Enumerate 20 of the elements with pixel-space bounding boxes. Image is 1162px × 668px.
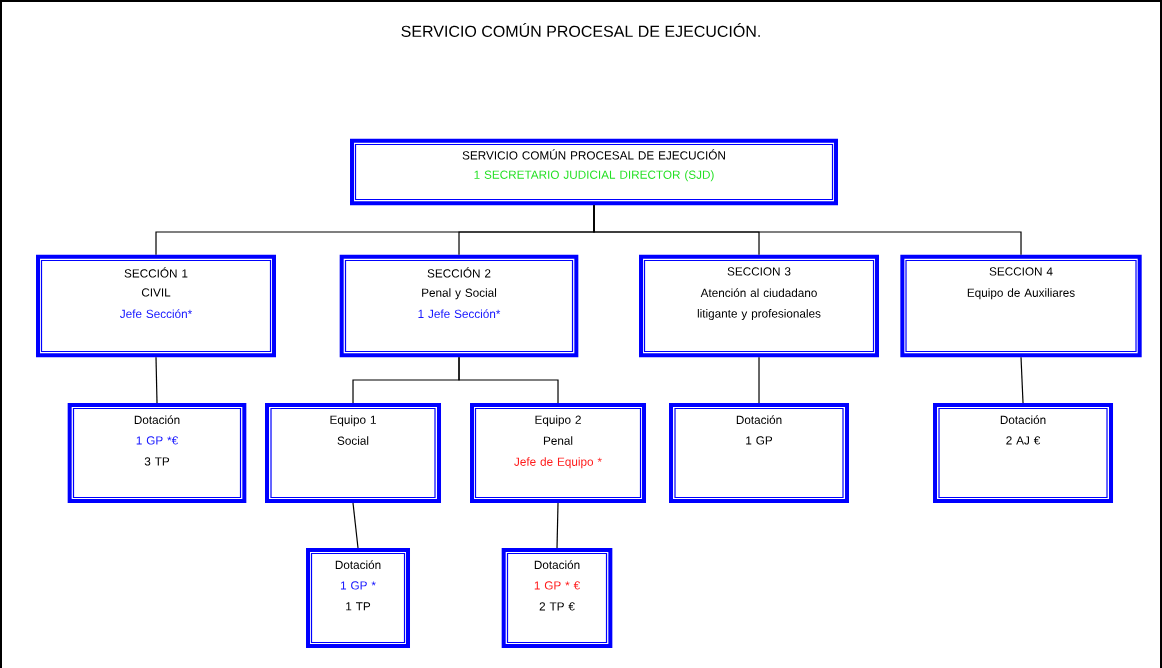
org-box: Dotación 1 GP: [669, 403, 849, 503]
org-box: Dotación 1 GP * € 2 TP €: [501, 548, 613, 648]
org-box: Equipo 2 Penal Jefe de Equipo *: [470, 403, 646, 503]
connector-line: [155, 356, 158, 404]
org-box: SECCION 4 Equipo de Auxiliares: [900, 254, 1142, 358]
org-box: Dotación 1 GP * 1 TP: [306, 548, 410, 648]
connector-line: [593, 204, 1022, 256]
title: SERVICIO COMÚN PROCESAL DE EJECUCIÓN.: [401, 23, 760, 37]
org-box: SECCIÓN 2 Penal y Social 1 Jefe Sección*: [339, 254, 579, 358]
connector-line: [1020, 356, 1024, 404]
connector-line: [458, 356, 559, 404]
connector-line: [758, 356, 760, 404]
connector-line: [352, 502, 359, 549]
org-box: SECCIÓN 1 CIVIL Jefe Sección*: [36, 254, 276, 358]
org-box: Equipo 1 Social: [265, 403, 441, 503]
connector-line: [556, 502, 559, 549]
org-box: SECCION 3 Atención al ciudadano litigante y profesionales: [639, 254, 879, 358]
org-box: Dotación 1 GP *€ 3 TP: [67, 403, 247, 503]
org-box: Dotación 2 AJ €: [933, 403, 1113, 503]
org-box: SERVICIO COMÚN PROCESAL DE EJECUCIÓN 1 SECRETARIO JUDICIAL DIRECTOR (SJD): [350, 138, 838, 206]
